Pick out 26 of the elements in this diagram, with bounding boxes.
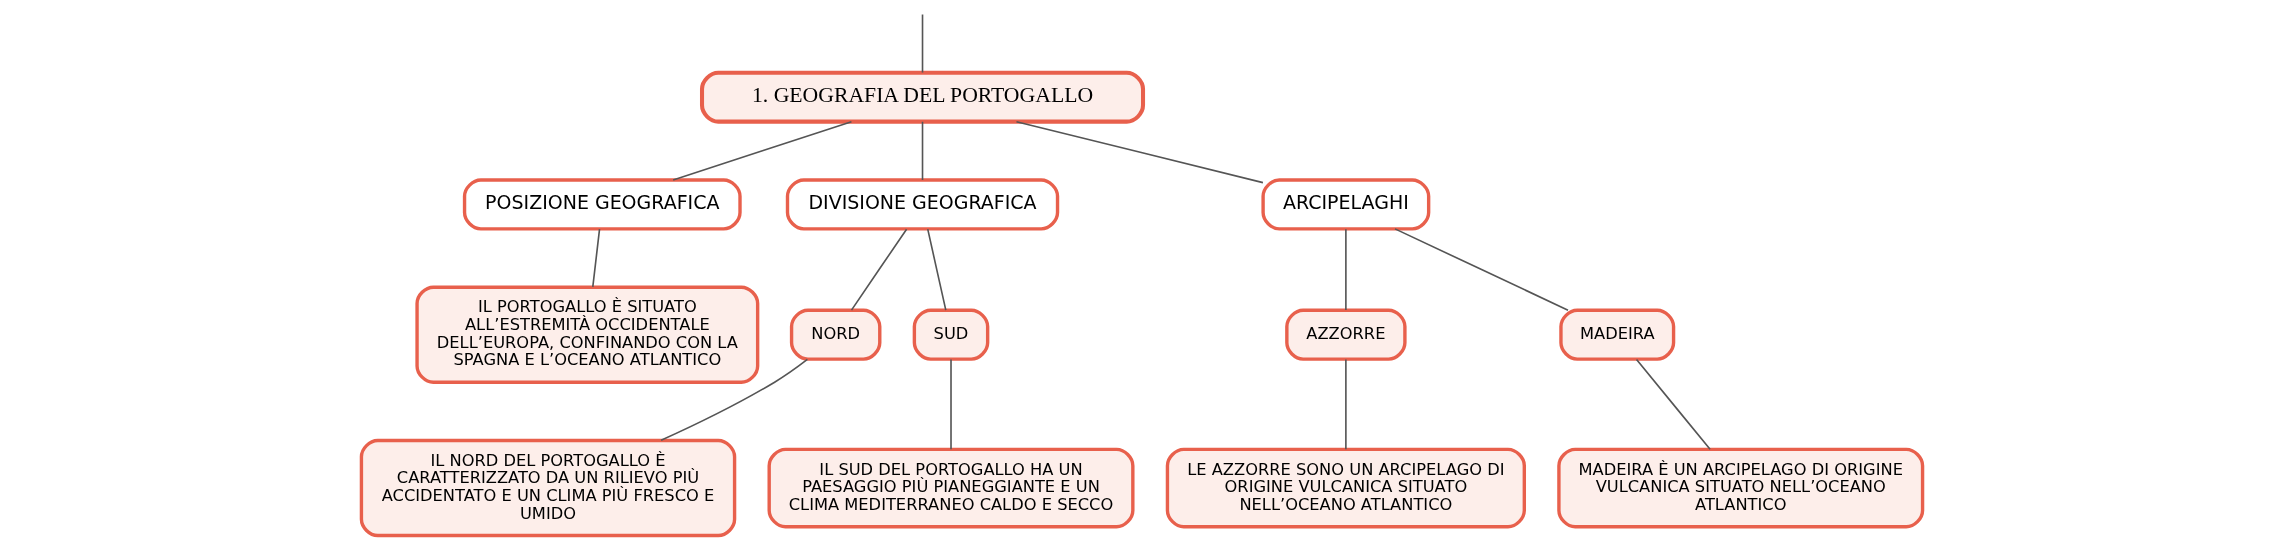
node-box: DIVISIONE GEOGRAFICA xyxy=(785,178,1060,231)
node-box: MADEIRA xyxy=(1559,308,1676,361)
connector xyxy=(1635,358,1711,451)
node-box: LE AZZORRE SONO UN ARCIPELAGO DI ORIGINE VULCANICA SITUATO NELL’OCEANO ATLANTICO xyxy=(1165,447,1526,529)
node-box: IL PORTOGALLO È SITUATO ALL’ESTREMITÀ OCCIDENTALE DELL’EUROPA, CONFINANDO CON LA SPAGNA E L’OCEANO ATLANTICO xyxy=(415,285,760,384)
connector xyxy=(1345,358,1347,451)
connector xyxy=(921,120,924,181)
node-box: IL NORD DEL PORTOGALLO È CARATTERIZZATO DA UN RILIEVO PIÙ ACCIDENTATO E UN CLIMA PIÙ FRESCO E UMIDO xyxy=(359,438,737,538)
node-box: POSIZIONE GEOGRAFICA xyxy=(462,178,742,231)
connector xyxy=(921,13,924,74)
connector xyxy=(1394,228,1569,311)
connector xyxy=(850,228,908,311)
connector xyxy=(926,228,947,311)
node-box: ARCIPELAGHI xyxy=(1261,178,1431,231)
connector xyxy=(660,358,809,442)
connector xyxy=(950,358,952,451)
node-box: MADEIRA È UN ARCIPELAGO DI ORIGINE VULCANICA SITUATO NELL’OCEANO ATLANTICO xyxy=(1557,447,1925,529)
connector xyxy=(1345,228,1347,311)
node-box: SUD xyxy=(912,308,990,361)
node-box: IL SUD DEL PORTOGALLO HA UN PAESAGGIO PIÙ PIANEGGIANTE E UN CLIMA MEDITERRANEO CALDO E SECCO xyxy=(767,447,1135,529)
connector xyxy=(592,228,601,288)
connector xyxy=(1015,120,1264,184)
node-box: AZZORRE xyxy=(1285,308,1407,361)
node-box: 1. GEOGRAFIA DEL PORTOGALLO xyxy=(700,70,1146,124)
node-box: NORD xyxy=(789,308,882,361)
connector xyxy=(672,120,853,181)
